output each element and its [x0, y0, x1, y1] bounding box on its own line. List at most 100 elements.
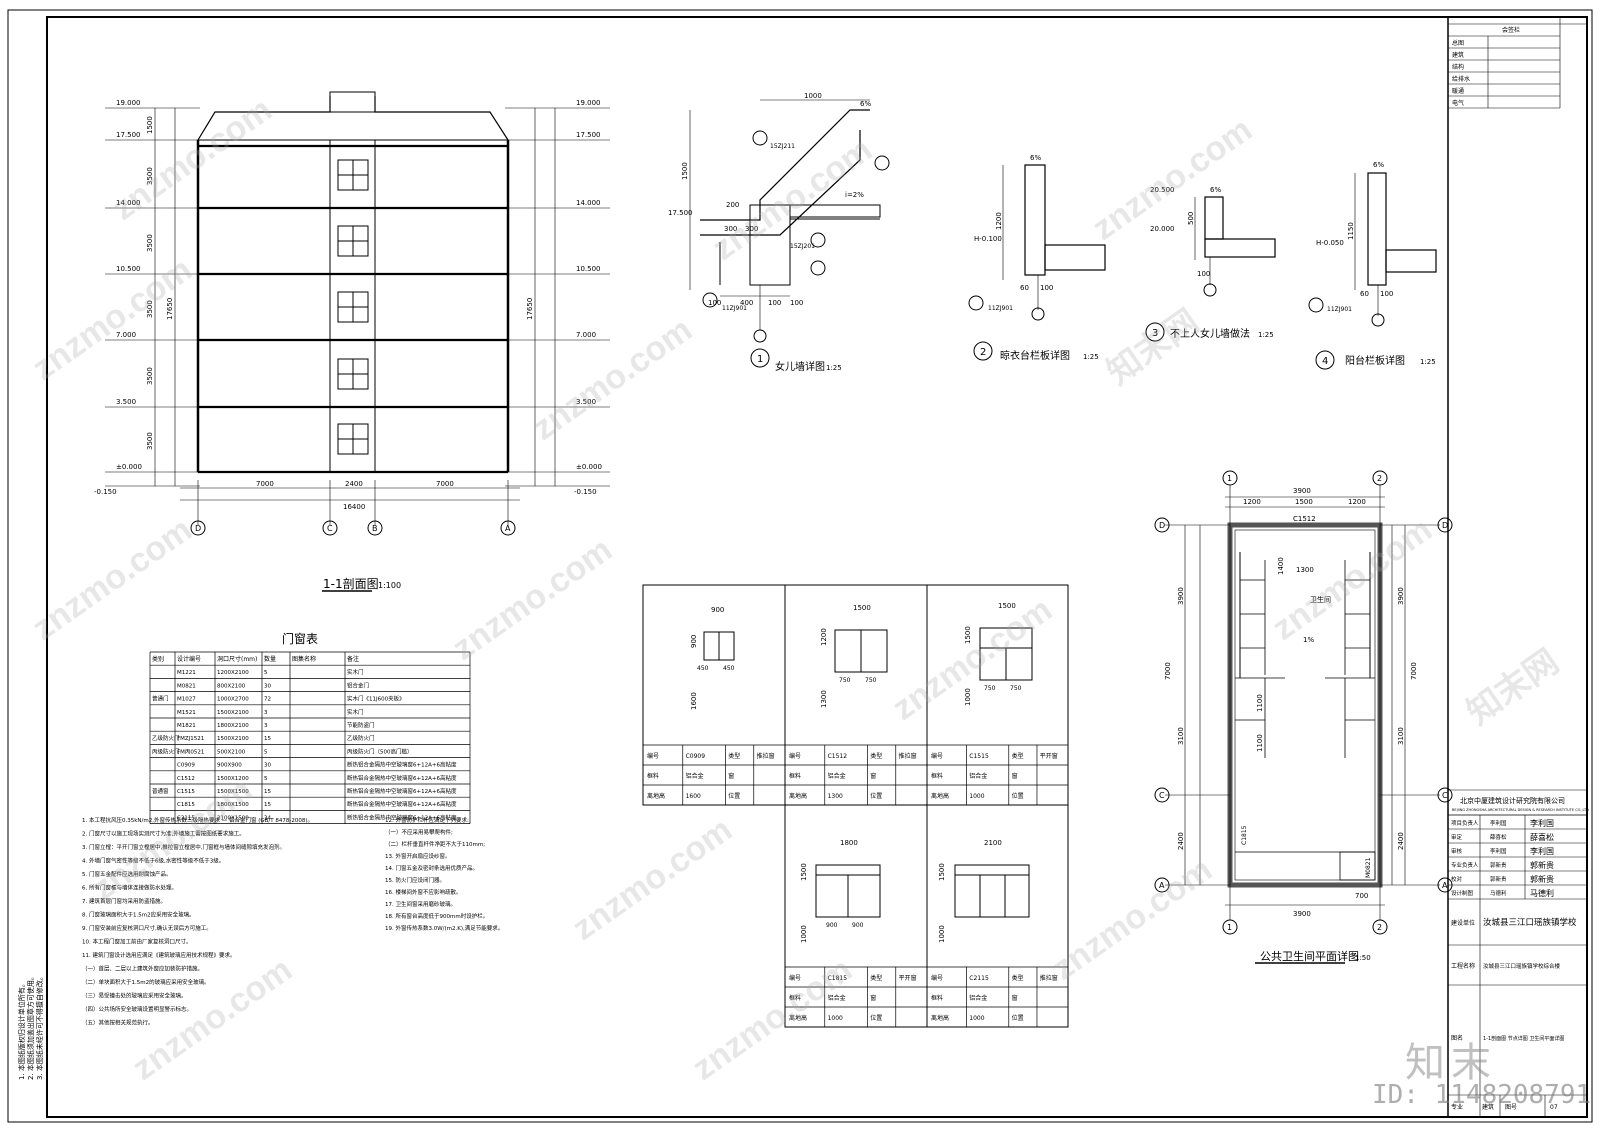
tb-drawing-label: 图名	[1451, 1034, 1463, 1042]
tb-sheet-label: 图号	[1505, 1104, 1517, 1111]
tp-door: M0821	[1365, 857, 1372, 878]
tp-dim-3100: 3100	[1177, 727, 1185, 745]
tp-total-left: 7000	[1164, 662, 1172, 680]
win-position: 位置	[728, 792, 740, 800]
note-line: 12. 外窗防护栏杆应满足下列要求:	[385, 816, 469, 824]
toilet-plan	[1154, 470, 1453, 964]
dw-cell: 72	[264, 697, 271, 703]
d1-note: i=2%	[845, 191, 864, 199]
win-sill-label: 离地高	[789, 792, 807, 800]
dw-cell: 断热铝合金隔热中空玻璃窗6+12A+6高粘度	[347, 787, 457, 795]
tp-dim-1200a: 1200	[1243, 498, 1261, 506]
dw-cell: 3	[264, 710, 268, 716]
win-material: 铝合金	[686, 772, 704, 780]
dw-cell: 34	[264, 815, 271, 821]
note-line: 15. 防火门应设闭门器。	[385, 876, 445, 884]
tp-inner-1300: 1300	[1296, 566, 1314, 574]
d3-level-2: 20.000	[1150, 225, 1175, 233]
note-line: （一）首层、二层以上建筑外窗应加装防护措施。	[82, 965, 203, 973]
axis-a: A	[505, 524, 511, 533]
win-type-label: 类型	[870, 752, 882, 760]
tp-axis-c: C	[1159, 791, 1165, 800]
win-code: C2115	[969, 975, 989, 982]
win-code: C1815	[828, 975, 848, 982]
dw-cell: 3	[264, 723, 268, 729]
tb-sign-row: 暖通	[1452, 87, 1464, 95]
win-kind: 推拉窗	[757, 752, 775, 760]
side-note-3: 3. 本图纸未经许可不得擅自修改。	[35, 973, 44, 1080]
win-type-label: 类型	[870, 974, 882, 982]
win-subdim: 900	[826, 922, 838, 929]
outer-border	[7, 9, 1593, 1123]
win-sill-dim: 1000	[800, 925, 808, 943]
tb-sign-row: 结构	[1452, 63, 1464, 71]
dw-header: 洞口尺寸(mm)	[217, 655, 257, 663]
tb-signature: 李利国	[1530, 846, 1554, 856]
win-height-dim: 1500	[964, 626, 972, 644]
detail-1-drawing	[689, 99, 890, 368]
win-sill-label: 离地高	[789, 1014, 807, 1022]
win-sill: 1000	[828, 1015, 843, 1022]
win-material-label: 框料	[647, 772, 659, 780]
axis-b: B	[372, 524, 378, 533]
dw-cell: C1515	[177, 789, 195, 795]
dw-cell: C1512	[177, 776, 195, 782]
tb-header: 会签栏	[1502, 26, 1520, 34]
note-line: 6. 所有门窗框与墙体连接做防水处理。	[82, 884, 177, 892]
d4-dim-100: 100	[1380, 290, 1393, 298]
dim-3500-a: 3500	[146, 167, 154, 185]
win-type-label: 类型	[1012, 974, 1024, 982]
win-kind: 平开窗	[899, 974, 917, 982]
dw-cell: 5	[264, 749, 268, 755]
note-line: 5. 门窗五金配件应选用耐腐蚀产品。	[82, 870, 172, 878]
d2-slope: 6%	[1030, 154, 1041, 162]
tp-width-bottom: 3900	[1293, 910, 1311, 918]
d4-title: 阳台栏板详图	[1345, 354, 1405, 367]
win-material-label: 框料	[789, 994, 801, 1002]
d2-level: H-0.100	[974, 235, 1002, 243]
level-10500-left: 10.500	[116, 265, 141, 273]
note-line: （三）易受撞击处的玻璃应采用安全玻璃。	[82, 992, 187, 1000]
d4-scale: 1:25	[1420, 358, 1436, 366]
dw-cell: 1000X2700	[217, 697, 249, 703]
win-sill-dim: 1000	[938, 925, 946, 943]
tp-slope: 1%	[1303, 636, 1314, 644]
tp-dim-1500: 1500	[1295, 498, 1313, 506]
dw-cell: 普通门	[152, 695, 169, 703]
detail-1-labels: 1000 6% 1500 200 300 300 100 400 100 100…	[668, 92, 871, 373]
win-subdim: 450	[723, 665, 735, 672]
win-open: 窗	[728, 772, 734, 780]
tb-role-name: 李利国	[1490, 847, 1507, 855]
d2-num: 2	[980, 347, 986, 358]
dw-cell: M1521	[177, 710, 196, 716]
detail-4-drawing	[1308, 172, 1437, 370]
tp-dim-3100-right: 3100	[1397, 727, 1405, 745]
dim-2400: 2400	[345, 480, 363, 488]
tb-sign-row: 电气	[1452, 99, 1464, 107]
d1-slope: 6%	[860, 100, 871, 108]
win-code-label: 编号	[789, 752, 801, 760]
level-7000-left: 7.000	[116, 331, 136, 339]
dw-cell: 乙级防火门	[347, 734, 375, 742]
d2-scale: 1:25	[1083, 353, 1099, 361]
level-19000-left: 19.000	[116, 99, 141, 107]
section-labels: 19.000 17.500 14.000 10.500 7.000 3.500 …	[94, 99, 602, 591]
dw-cell: 1500X2100	[217, 710, 249, 716]
side-notes: 1. 本图纸版权归设计单位所有。 2. 本图纸须加盖出图章方可使用。 3. 本图…	[17, 973, 44, 1080]
d1-dim-100c: 100	[790, 299, 803, 307]
window-elevation-grid	[642, 584, 1069, 1028]
tb-client: 汝城县三江口瑶族镇学校	[1483, 917, 1577, 928]
tp-axis-d-r: D	[1442, 521, 1448, 530]
notes-block: 1. 本工程抗风压0.35kN/m2,外窗传热系数三级隔热要求 — 铝合金门窗 …	[82, 816, 313, 1027]
tp-dim-2400-right: 2400	[1397, 832, 1405, 850]
dim-3500-c: 3500	[146, 300, 154, 318]
tp-axis-d: D	[1159, 521, 1165, 530]
side-note-2: 2. 本图纸须加盖出图章方可使用。	[26, 973, 35, 1080]
dw-cell: 断热铝合金隔热中空玻璃窗6+12A+6高粘度	[347, 774, 457, 782]
level-3500-right: 3.500	[576, 398, 596, 406]
dw-cell: 实木门	[347, 668, 364, 676]
note-line: 17. 卫生间窗采用磨砂玻璃。	[385, 900, 456, 908]
tb-client-label: 建设单位	[1451, 919, 1475, 927]
win-position: 位置	[1012, 1014, 1024, 1022]
